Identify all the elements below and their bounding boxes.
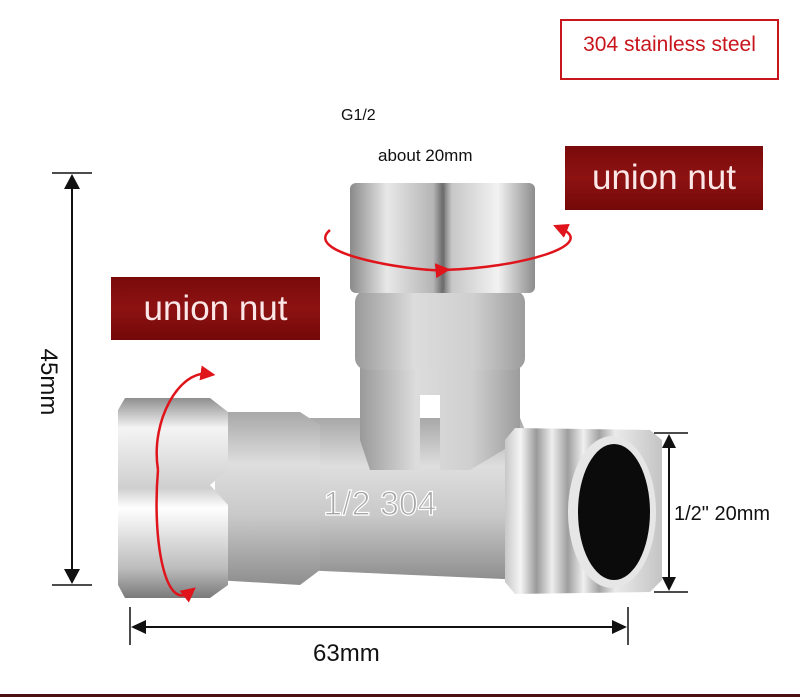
body-marking: 1/2 304 (323, 485, 436, 523)
union-nut-callout-top-text: union nut (591, 158, 737, 197)
outlet-dimension-label: 1/2" 20mm (674, 503, 771, 525)
rotation-arrow-top-right (442, 224, 572, 272)
length-dimension-label: 63mm (313, 640, 380, 667)
left-union-nut (118, 398, 228, 598)
bottom-rule (0, 694, 800, 697)
material-label: 304 stainless steel (560, 19, 779, 80)
outlet-opening (578, 444, 650, 580)
rotation-arrow-left-bottom (155, 469, 196, 603)
height-dimension-label: 45mm (35, 348, 62, 416)
rotation-arrow-left-top (155, 365, 216, 471)
union-nut-callout-left: union nut (111, 277, 320, 340)
union-nut-callout-top: union nut (565, 146, 763, 210)
top-collar (355, 290, 525, 370)
left-collar (215, 412, 320, 585)
thread-spec-label: G1/2 (341, 107, 376, 124)
top-nut-size-label: about 20mm (378, 146, 473, 165)
material-text: 304 stainless steel (583, 32, 756, 56)
rotation-arrow-top-left (324, 229, 451, 279)
tee-branch (360, 360, 520, 470)
union-nut-callout-left-text: union nut (143, 288, 288, 328)
